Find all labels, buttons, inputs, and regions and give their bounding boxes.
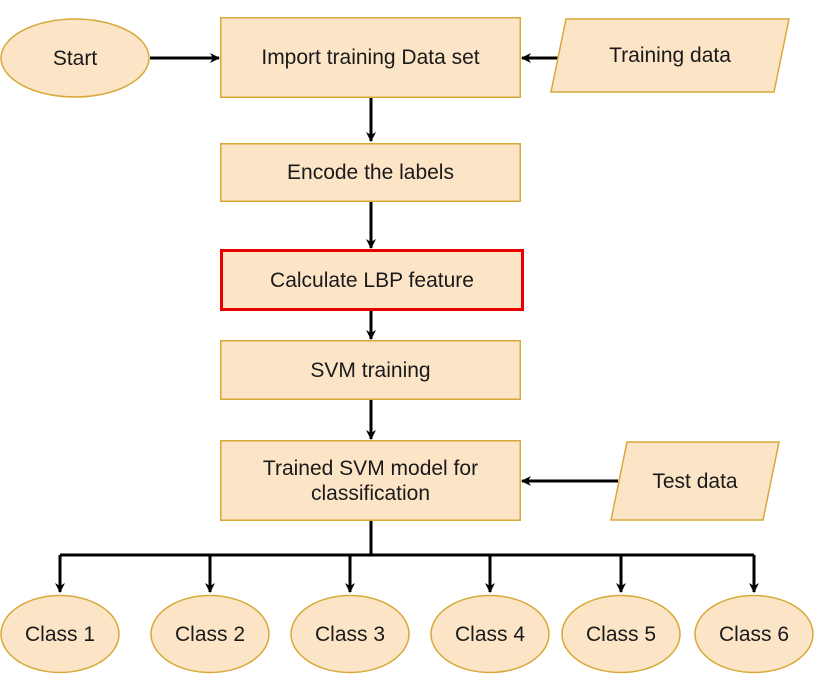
class-2-node: Class 2 bbox=[150, 594, 270, 674]
import-dataset-label: Import training Data set bbox=[261, 46, 480, 69]
encode-labels-node: Encode the labels bbox=[220, 143, 521, 202]
class-2-label: Class 2 bbox=[174, 622, 246, 646]
class-6-label: Class 6 bbox=[718, 622, 790, 646]
test-data-label: Test data bbox=[652, 469, 738, 493]
trained-model-node: Trained SVM model for classification bbox=[220, 440, 521, 521]
svm-training-label: SVM training bbox=[310, 358, 431, 382]
class-6-node: Class 6 bbox=[694, 594, 814, 674]
class-5-node: Class 5 bbox=[561, 594, 681, 674]
class-1-label: Class 1 bbox=[24, 622, 96, 646]
class-5-label: Class 5 bbox=[585, 622, 657, 646]
start-label: Start bbox=[52, 46, 98, 70]
lbp-feature-label: Calculate LBP feature bbox=[270, 268, 474, 292]
training-data-node: Training data bbox=[550, 18, 790, 93]
training-data-label: Training data bbox=[609, 44, 731, 67]
start-node: Start bbox=[0, 18, 150, 98]
import-dataset-node: Import training Data set bbox=[220, 17, 521, 98]
svm-training-node: SVM training bbox=[220, 340, 521, 400]
trained-model-label: Trained SVM model for classification bbox=[262, 456, 479, 505]
class-4-label: Class 4 bbox=[454, 622, 526, 646]
class-4-node: Class 4 bbox=[430, 594, 550, 674]
class-1-node: Class 1 bbox=[0, 594, 120, 674]
lbp-feature-node: Calculate LBP feature bbox=[220, 249, 524, 311]
class-3-label: Class 3 bbox=[314, 622, 386, 646]
test-data-node: Test data bbox=[610, 441, 780, 521]
class-3-node: Class 3 bbox=[290, 594, 410, 674]
encode-labels-label: Encode the labels bbox=[287, 161, 454, 184]
